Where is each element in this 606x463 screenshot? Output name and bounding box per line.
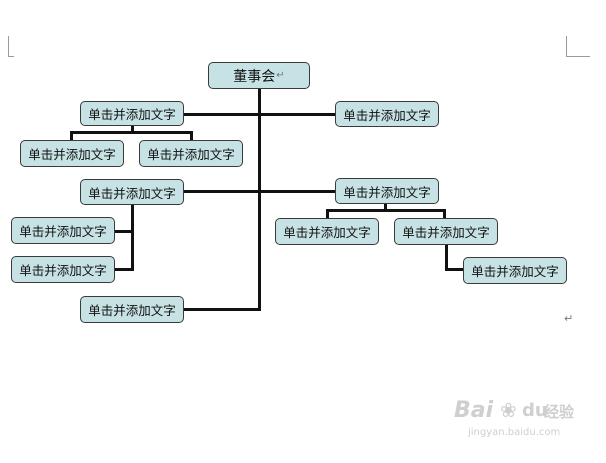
connector [183, 113, 336, 116]
connector-trunk [258, 88, 261, 311]
connector [384, 203, 387, 212]
org-node[interactable]: 单击并添加文字 [394, 218, 498, 245]
org-node[interactable]: 单击并添加文字 [80, 296, 184, 323]
org-node[interactable]: 单击并添加文字 [20, 140, 124, 167]
baidu-jingyan-watermark: Bai ❀ du 经验 jingyan.baidu.com [454, 398, 584, 443]
paragraph-mark: ↵ [276, 70, 285, 81]
org-node[interactable]: 单击并添加文字 [335, 178, 439, 204]
watermark-product: 经验 [544, 403, 575, 421]
connector [70, 131, 73, 141]
watermark-url: jingyan.baidu.com [468, 427, 561, 438]
org-node-root[interactable]: 董事会 ↵ [208, 62, 310, 89]
connector [443, 209, 446, 219]
connector [114, 230, 134, 233]
connector [183, 190, 336, 193]
watermark-brand-suffix: du [522, 400, 548, 421]
org-node[interactable]: 单击并添加文字 [11, 217, 115, 244]
org-node[interactable]: 单击并添加文字 [463, 257, 567, 284]
connector [70, 131, 193, 134]
connector [326, 209, 446, 212]
org-node-root-label: 董事会 [233, 68, 276, 85]
org-node[interactable]: 单击并添加文字 [11, 256, 115, 283]
page-corner-top-right [566, 36, 567, 57]
connector [445, 268, 464, 271]
org-node[interactable]: 单击并添加文字 [275, 218, 379, 245]
page-corner-top-left [8, 56, 14, 57]
connector [183, 308, 261, 311]
connector [190, 131, 193, 141]
connector [131, 124, 134, 133]
connector [131, 203, 134, 271]
org-node[interactable]: 单击并添加文字 [139, 140, 243, 167]
org-node[interactable]: 单击并添加文字 [335, 101, 439, 127]
connector [114, 268, 134, 271]
org-node[interactable]: 单击并添加文字 [80, 101, 184, 126]
org-node[interactable]: 单击并添加文字 [80, 179, 184, 205]
page-corner-top-right [566, 56, 590, 57]
connector [445, 243, 448, 271]
connector [326, 209, 329, 219]
paragraph-mark: ↵ [564, 312, 574, 325]
page-corner-top-left [8, 36, 9, 57]
paw-icon: ❀ [500, 398, 517, 422]
watermark-brand: Bai [454, 398, 494, 423]
